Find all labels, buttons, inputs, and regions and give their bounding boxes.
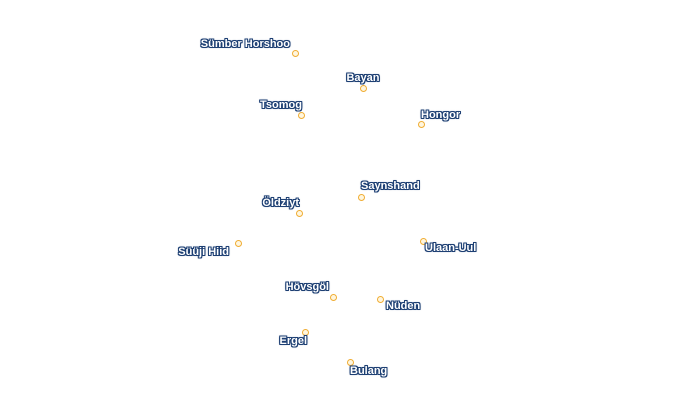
place-label: Saynshand — [361, 180, 420, 192]
place-marker-icon[interactable] — [417, 120, 425, 128]
place-label: Bulang — [350, 365, 388, 377]
place-marker-icon[interactable] — [357, 193, 365, 201]
place-label: Süüji Hiid — [178, 246, 229, 258]
place-marker-icon[interactable] — [291, 49, 299, 57]
place-marker-icon[interactable] — [376, 295, 384, 303]
place-label: Tsomog — [260, 99, 302, 111]
place-marker-icon[interactable] — [297, 111, 305, 119]
place-label: Ulaan-Uul — [425, 242, 477, 254]
place-marker-icon[interactable] — [419, 237, 427, 245]
place-marker-icon[interactable] — [295, 209, 303, 217]
place-marker-icon[interactable] — [234, 239, 242, 247]
place-marker-icon[interactable] — [329, 293, 337, 301]
place-label: Ergel — [279, 335, 307, 347]
place-marker-icon[interactable] — [346, 358, 354, 366]
place-label: Bayan — [346, 72, 380, 84]
place-label: Öldziyt — [262, 197, 299, 209]
place-label: Sümber Horshoo — [200, 38, 290, 50]
place-label: Hövsgöl — [285, 281, 329, 293]
place-label: Hongor — [421, 109, 461, 121]
place-label: Nüden — [386, 300, 421, 312]
place-marker-icon[interactable] — [359, 84, 367, 92]
place-marker-icon[interactable] — [301, 328, 309, 336]
